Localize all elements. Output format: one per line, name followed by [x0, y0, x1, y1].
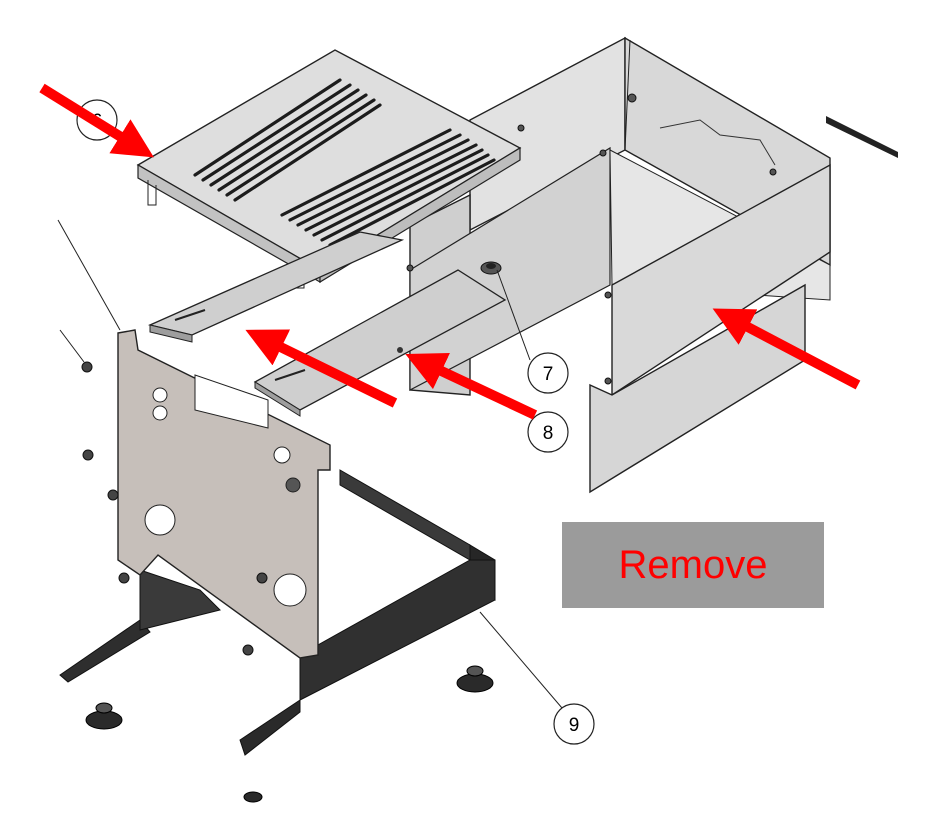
foot-left: [85, 702, 123, 730]
foot-right: [456, 665, 494, 693]
grommet: [480, 261, 502, 275]
screw: [256, 572, 268, 584]
rail-strip-lower: [253, 269, 507, 417]
callout-9: 9: [553, 703, 595, 745]
callout-8-label: 8: [543, 423, 554, 444]
foot-bottom: [243, 791, 263, 803]
base-frame: [59, 469, 496, 756]
label-strip: [826, 116, 898, 158]
enclosure-box: [406, 36, 831, 494]
red-arrows: [39, 83, 861, 420]
callout-7: 7: [527, 352, 569, 394]
mounting-plate: [117, 329, 331, 659]
remove-label-box: Remove: [562, 522, 824, 608]
callout-8: 8: [527, 411, 569, 453]
screw: [118, 572, 130, 584]
arrow-icon: [39, 83, 154, 158]
arrow-icon: [245, 329, 398, 408]
screw: [81, 361, 93, 373]
rail-strip-upper: [147, 231, 405, 343]
arrow-icon: [712, 308, 861, 390]
screw: [82, 449, 94, 461]
vented-top-cover: [136, 49, 522, 289]
callout-9-label: 9: [569, 715, 580, 736]
remove-label: Remove: [618, 542, 768, 587]
screw: [107, 489, 119, 501]
leader-lines: [57, 219, 563, 709]
arrow-icon: [405, 352, 538, 420]
callout-7-label: 7: [543, 364, 554, 385]
screw: [242, 644, 254, 656]
